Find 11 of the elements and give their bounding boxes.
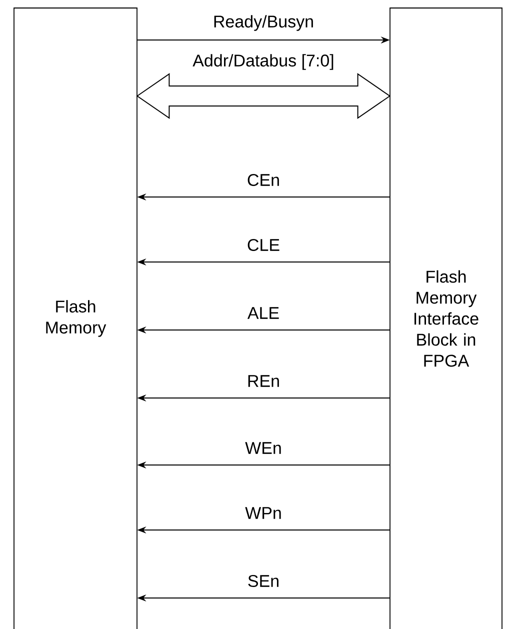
edge-label: REn <box>248 375 279 387</box>
edge-label: ALE <box>247 307 279 319</box>
edge-label: WPn <box>245 507 281 519</box>
edge-label: WEn <box>245 442 281 454</box>
edge-label: Ready/Busyn <box>214 15 313 31</box>
edge-label: CEn <box>248 174 279 186</box>
block-box: Flash Memory <box>14 8 138 629</box>
edge-label: CLE <box>248 238 280 252</box>
edge-label: SEn <box>248 574 278 588</box>
block-box: Flash Memory Interface Block in FPGA <box>390 8 502 629</box>
edge-label: Addr/Databus [7:0] <box>192 54 334 70</box>
